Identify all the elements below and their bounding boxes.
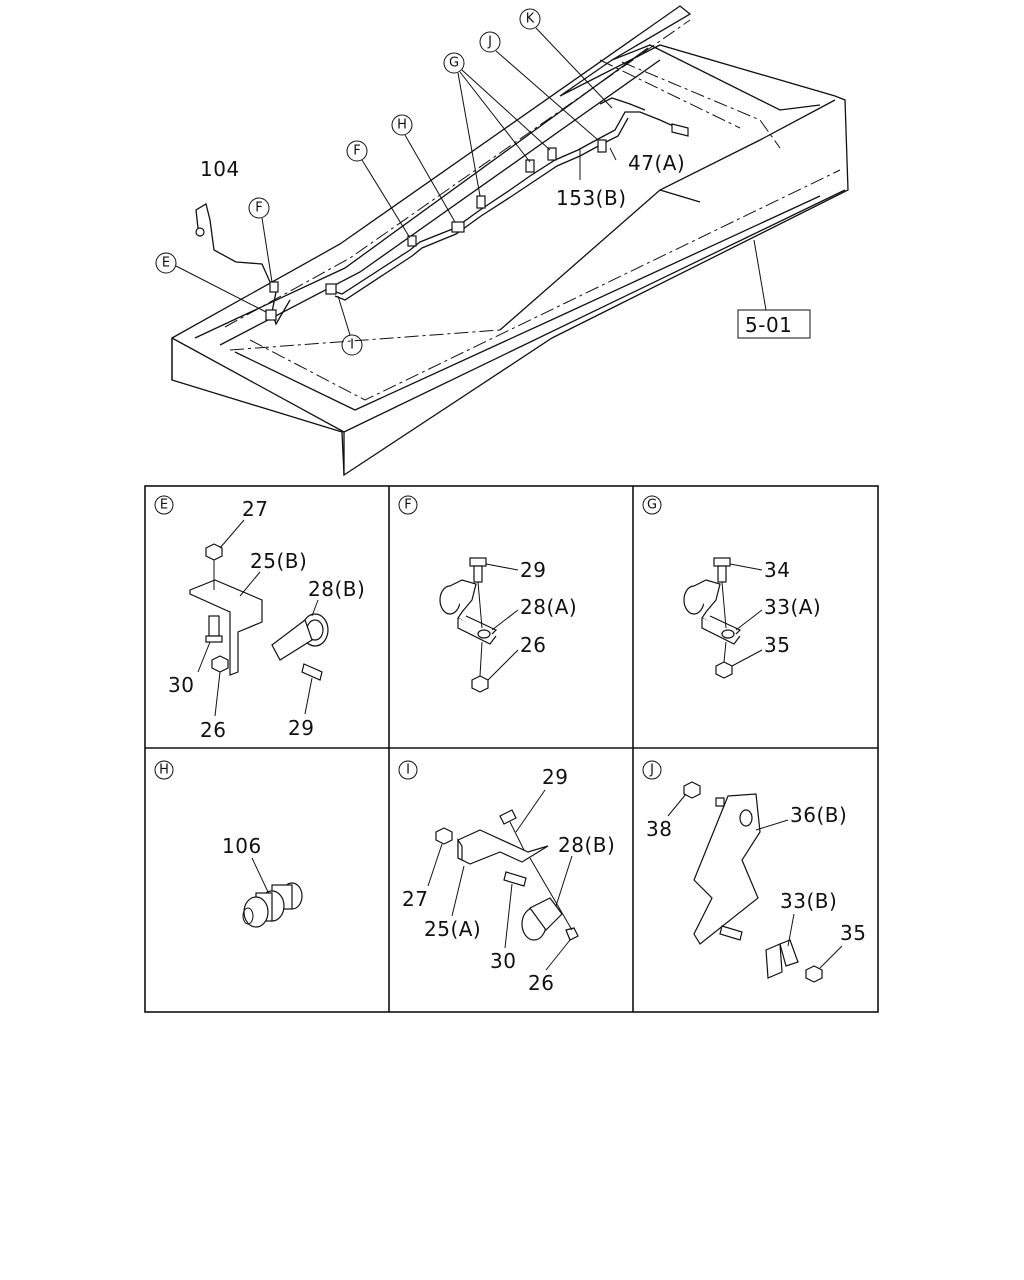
detail-panel-h: H 106 (154, 760, 303, 928)
svg-text:28(A): 28(A) (520, 595, 577, 619)
svg-text:E: E (160, 498, 168, 513)
detail-panel-i: I 29 28(B) 27 25(A) 30 26 (398, 760, 615, 995)
svg-text:33(A): 33(A) (764, 595, 821, 619)
svg-text:E: E (162, 256, 170, 271)
svg-text:26: 26 (528, 971, 554, 995)
svg-text:I: I (350, 338, 354, 353)
svg-text:27: 27 (402, 887, 428, 911)
detail-grid (144, 485, 879, 1013)
hose-104 (195, 202, 291, 326)
svg-text:30: 30 (168, 673, 194, 697)
detail-panel-e: E 27 25(B) 28(B) 30 26 29 (154, 495, 365, 742)
detail-panel-f: F 29 28(A) 26 (398, 495, 577, 693)
callout-f-upper: F (346, 140, 411, 239)
svg-text:H: H (159, 763, 169, 778)
svg-text:106: 106 (222, 834, 262, 858)
callout-e: E (155, 252, 267, 313)
svg-text:29: 29 (288, 716, 314, 740)
svg-text:28(B): 28(B) (308, 577, 365, 601)
chassis-frame (171, 5, 849, 477)
callout-j: J (479, 31, 599, 141)
callout-i: I (337, 295, 363, 356)
reference-label: 5-01 (745, 313, 792, 337)
svg-text:G: G (647, 498, 657, 513)
svg-text:28(B): 28(B) (558, 833, 615, 857)
svg-text:K: K (526, 12, 535, 27)
svg-text:F: F (353, 144, 360, 159)
svg-text:F: F (404, 498, 411, 513)
svg-text:G: G (449, 56, 459, 71)
label-part-153b: 153(B) (556, 186, 627, 210)
callout-h: H (391, 114, 456, 223)
svg-text:J: J (487, 35, 492, 50)
svg-text:26: 26 (200, 718, 226, 742)
svg-text:J: J (649, 763, 654, 778)
label-part-104: 104 (200, 157, 240, 181)
svg-text:29: 29 (542, 765, 568, 789)
svg-text:38: 38 (646, 817, 672, 841)
detail-panel-j: J 38 36(B) 33(B) 35 (642, 760, 866, 983)
reference-box: 5-01 (737, 239, 811, 339)
callout-g: G (443, 52, 551, 197)
svg-text:25(B): 25(B) (250, 549, 307, 573)
svg-text:29: 29 (520, 558, 546, 582)
svg-text:I: I (406, 763, 410, 778)
svg-text:36(B): 36(B) (790, 803, 847, 827)
label-part-47a: 47(A) (628, 151, 685, 175)
svg-text:34: 34 (764, 558, 790, 582)
svg-text:F: F (255, 201, 262, 216)
callout-k: K (519, 8, 613, 109)
svg-text:30: 30 (490, 949, 516, 973)
svg-text:25(A): 25(A) (424, 917, 481, 941)
svg-text:33(B): 33(B) (780, 889, 837, 913)
callout-f-lower: F (248, 197, 273, 283)
svg-text:27: 27 (242, 497, 268, 521)
svg-text:35: 35 (764, 633, 790, 657)
brake-pipe-153b (325, 97, 689, 301)
svg-text:35: 35 (840, 921, 866, 945)
svg-text:H: H (397, 118, 407, 133)
svg-text:26: 26 (520, 633, 546, 657)
detail-panel-g: G 34 33(A) 35 (642, 495, 821, 679)
